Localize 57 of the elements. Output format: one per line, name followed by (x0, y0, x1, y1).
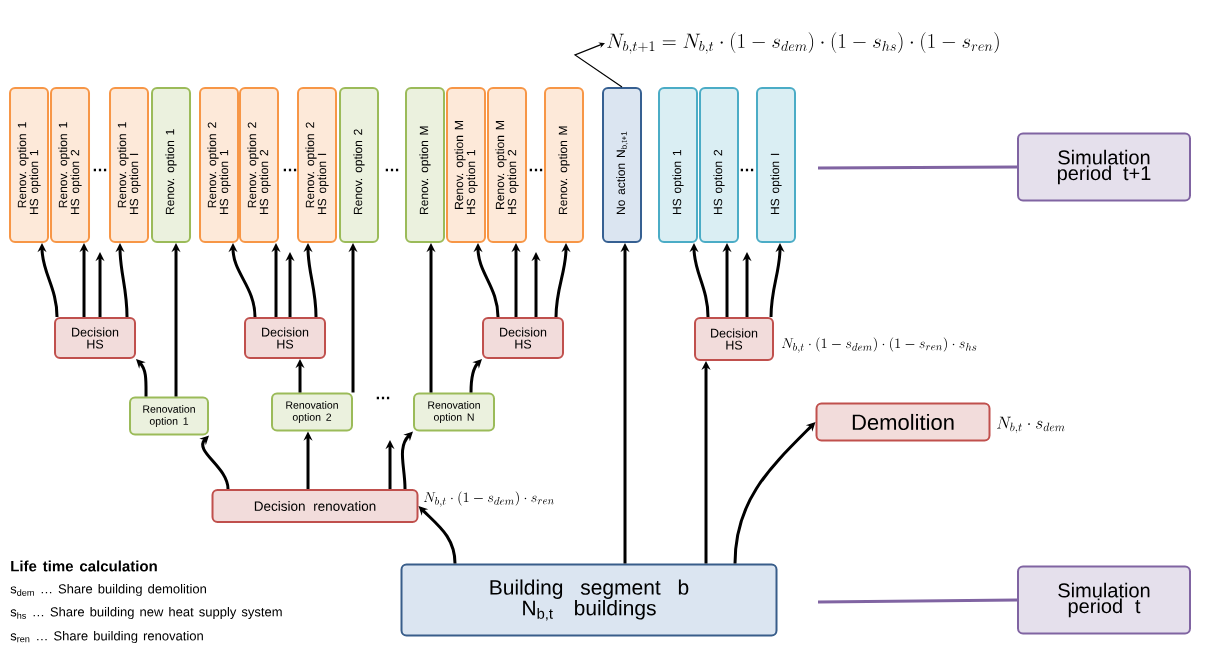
legend-text: s$_{hs}$ … Share building new heat supply system (10, 606, 282, 620)
arrow (733, 422, 816, 564)
process-box: Building segment b N$_{b,t}$ buildings (400, 563, 778, 637)
option-box: Renov. option M (544, 87, 584, 243)
process-box: Decision HS (244, 317, 326, 359)
legend-title: Life time calculation (11, 560, 157, 572)
option-box: HS option 2 (699, 87, 739, 243)
option-box: Renov. option 1 HS option 1 (9, 87, 49, 243)
process-box: Decision HS (54, 317, 136, 359)
process-box: Decision HS (482, 317, 564, 359)
arrow (303, 243, 318, 318)
option-box: Renov. option M HS option 2 (487, 87, 527, 243)
equation: $N_{b,t} \cdot \left(1 - s_{dem}\right) \cdot \left(1 - s_{ren}\right) \cdot s_{hs}$ (781, 337, 977, 353)
process-box: Renovation option 1 (129, 396, 209, 436)
arrow (573, 42, 623, 88)
legend-text: s$_{dem}$ … Share building demolition (10, 583, 206, 597)
ellipsis: … (529, 168, 543, 172)
option-box: HS option 1 (658, 87, 698, 243)
option-box: Renov. option 1 (151, 87, 191, 243)
process-box: Simulation period t (1017, 565, 1191, 635)
arrow (199, 435, 230, 490)
process-box: Renovation option N (413, 392, 495, 432)
ellipsis: … (283, 168, 297, 172)
arrow (418, 506, 457, 564)
arrow (400, 431, 413, 490)
ellipsis: … (385, 168, 399, 172)
option-box: Renov. option 1 HS option I (109, 87, 149, 243)
option-box: Renov. option 2 HS option I (297, 87, 337, 243)
equation: $N_{b,t+1} = N_{b,t} \cdot \left(1 - s_{dem}\right) \cdot \left(1 - s_{hs}\right) \cdot \left(1 - s_{ren}\right)$ (607, 32, 999, 54)
option-box: Renov. option 2 HS option 1 (199, 87, 239, 243)
option-box: Renov. option 1 HS option 2 (50, 87, 90, 243)
arrow (469, 359, 482, 393)
arrow (228, 243, 257, 318)
process-box: Demolition (815, 402, 991, 442)
process-box: Decision HS (694, 317, 774, 361)
arrow (136, 359, 148, 397)
arrow (37, 243, 59, 318)
option-box: No action N$_{b,t+1}$ (602, 87, 642, 243)
option-box: Renov. option 2 HS option 2 (239, 87, 279, 243)
arrow (473, 243, 500, 318)
line (818, 165, 1017, 170)
process-box: Simulation period t+1 (1017, 132, 1191, 202)
option-box: HS option I (756, 87, 796, 243)
equation: $N_{b,t} \cdot \left(1 - s_{dem}\right) \cdot s_{ren}$ (423, 491, 554, 507)
equation: $N_{b,t} \cdot s_{dem}$ (997, 416, 1065, 434)
process-box: Renovation option 2 (271, 392, 353, 432)
option-box: Renov. option 2 (339, 87, 379, 243)
ellipsis: … (740, 168, 754, 172)
process-box: Decision renovation (211, 489, 419, 523)
ellipsis: … (376, 396, 390, 400)
line (818, 598, 1018, 604)
arrow (689, 243, 710, 318)
arrow (115, 243, 129, 318)
option-box: Renov. option M HS option 1 (446, 87, 486, 243)
option-box: Renov. option M (405, 87, 445, 243)
ellipsis: … (93, 168, 107, 172)
legend-text: s$_{ren}$ … Share building renovation (10, 630, 203, 644)
